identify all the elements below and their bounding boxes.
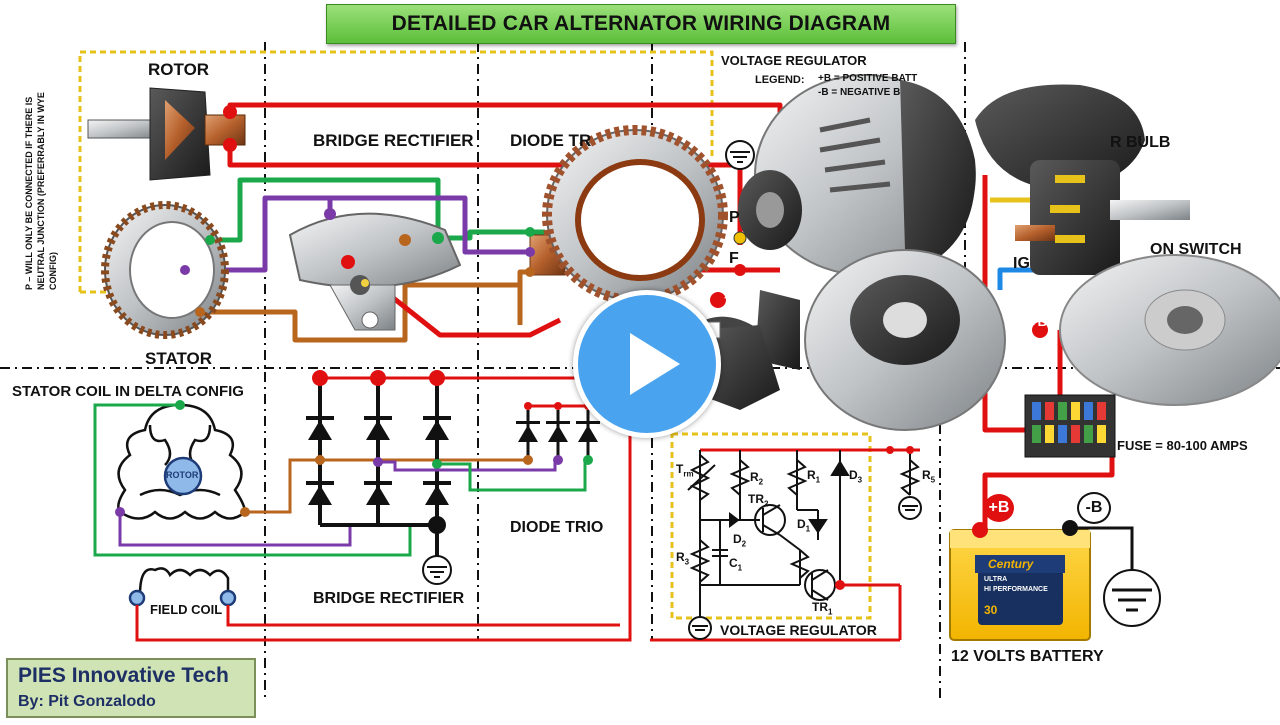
battery-brand: Century [988,557,1034,571]
trm-label: Trm [676,462,694,479]
stator-ring-photo [542,125,728,305]
bridge-rectifier-top-label: BRIDGE RECTIFIER [313,131,474,150]
plus-b-label-1: +B [724,290,741,305]
legend-title: LEGEND: [755,74,805,86]
p-terminal-label: P [729,209,740,226]
d1-label: D1 [797,517,811,534]
legend-positive: +B = POSITIVE BATT [818,73,918,84]
battery-label: 12 VOLTS BATTERY [951,648,1104,665]
fuse-label: FUSE = 80-100 AMPS [1117,438,1248,453]
diode-trio-top-label: DIODE TR [510,131,592,150]
ig-terminal-label: IG [1013,255,1030,272]
battery-plus-label: +B [984,494,1014,522]
field-coil-label: FIELD COIL [150,602,223,617]
r2-label: R2 [750,470,764,487]
f-terminal-label: F [729,250,739,267]
bridge-rectifier-schematic [306,370,630,585]
voltage-regulator-bottom-label: VOLTAGE REGULATOR [720,622,877,638]
rotor-inner-label: ROTOR [166,470,199,480]
voltage-regulator-schematic [650,448,922,642]
r5-label: R5 [922,468,936,485]
battery-months: 30 [984,603,998,617]
battery-sub-2: HI PERFORMANCE [984,586,1048,593]
credit-box: PIES Innovative Tech By: Pit Gonzalodo [6,658,256,718]
side-note-line-2: NEUTRAL JUNCTION (PREFERRABLY IN WYE [36,92,46,290]
bulb-label: R BULB [1110,134,1171,151]
credit-channel: PIES Innovative Tech [18,664,229,687]
bridge-rectifier-part [288,208,462,331]
voltage-regulator-top-label: VOLTAGE REGULATOR [721,53,867,68]
regulator-terminals [710,231,1048,338]
c1-label: C1 [729,556,743,573]
side-note-line-1: P – WILL ONLY BE CONNECTED IF THERE IS [24,97,34,290]
battery [949,520,1091,641]
battery-minus-label: -B [1077,492,1111,524]
delta-stator [117,403,247,520]
d2-label: D2 [733,532,747,549]
r1-label: R1 [807,468,821,485]
battery-sub-1: ULTRA [984,576,1008,583]
ground-symbol-top [725,140,755,170]
bridge-rectifier-bottom-label: BRIDGE RECTIFIER [313,590,465,607]
credit-author: By: Pit Gonzalodo [18,693,156,710]
r3-label: R3 [676,550,690,567]
stator-delta-label: STATOR COIL IN DELTA CONFIG [12,383,244,400]
battery-ground [1070,526,1161,627]
rotor-part [87,87,246,181]
side-note: P – WILL ONLY BE CONNECTED IF THERE IS N… [24,60,74,300]
rear-housing-photo [1059,254,1280,406]
rotor-label: ROTOR [148,60,210,79]
delta-wires [93,400,525,557]
field-coil [128,380,632,642]
play-icon [630,333,680,395]
regulator-nodes [835,446,914,590]
ignition-switch-label: ON SWITCH [1150,241,1242,258]
stator-part [101,201,229,339]
end-cap-photo [975,84,1190,275]
d3-label: D3 [849,468,863,485]
play-button[interactable] [573,290,721,438]
tr1-label: TR1 [812,600,833,617]
plus-b-label-2: +B [1030,314,1047,329]
fuse-box [1024,394,1116,458]
side-note-line-3: CONFIG) [48,252,58,290]
title-banner: DETAILED CAR ALTERNATOR WIRING DIAGRAM [326,4,956,44]
tr2-label: TR2 [748,492,769,509]
legend-negative: -B = NEGATIVE B [818,87,901,98]
stator-label: STATOR [145,349,213,368]
diode-trio-bottom-label: DIODE TRIO [510,519,604,536]
diagram-title: DETAILED CAR ALTERNATOR WIRING DIAGRAM [391,12,891,35]
